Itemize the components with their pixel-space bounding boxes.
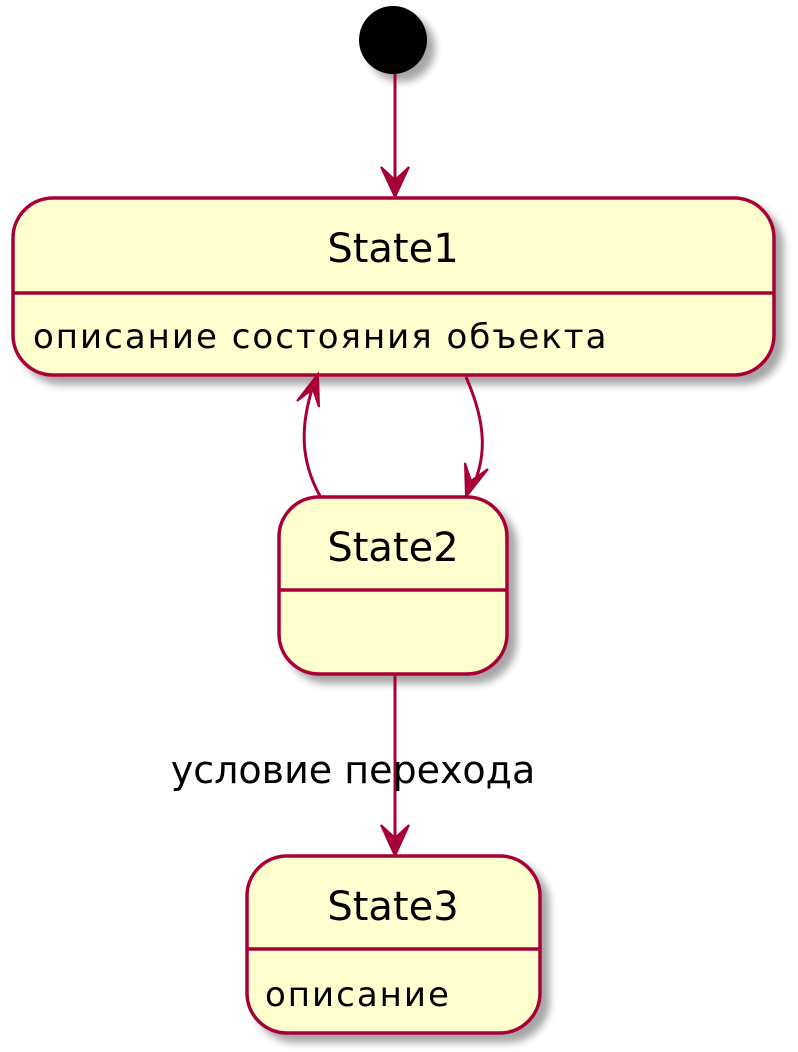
state-node-state2 [277,495,509,676]
arrowhead [380,166,410,200]
arrowhead [296,371,320,408]
arrowhead [380,824,410,859]
state1-description: описание состояния объекта [33,317,608,357]
state2-title: State2 [327,525,458,571]
initial-state-node [359,6,427,74]
transition-start-to-state1 [380,74,410,200]
state3-description: описание [265,975,451,1015]
transition-state2-to-state3 [380,674,410,859]
state1-title: State1 [327,226,458,272]
state-node-state1 [11,196,776,377]
transition-label: условие перехода [171,748,536,792]
arrowhead [464,462,489,500]
transition-state2-to-state1 [296,371,322,497]
transition-state1-to-state2 [464,376,489,500]
state3-title: State3 [327,884,458,930]
state-node-state3 [245,854,542,1035]
